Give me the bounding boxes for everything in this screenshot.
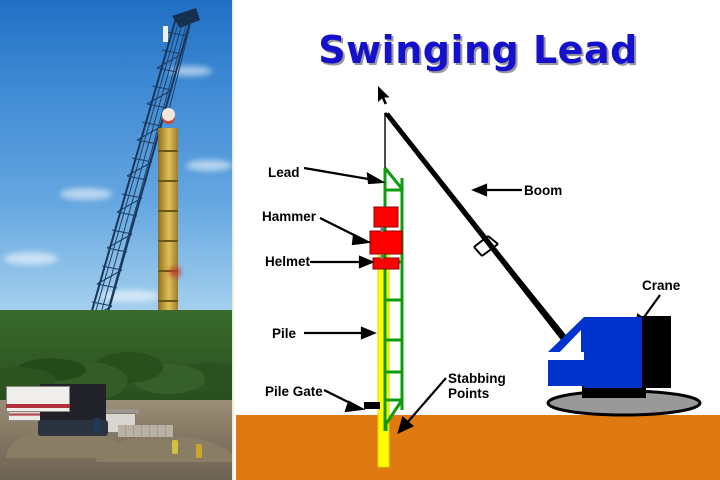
photo-lead-marker: [170, 268, 180, 276]
shed-roof: [89, 409, 139, 414]
photo-lead-rung: [158, 270, 178, 272]
diagram-artwork: [303, 112, 702, 468]
boom-callout-arrow: [471, 183, 522, 197]
label-pile-gate: Pile Gate: [265, 384, 323, 399]
concrete-wall: [118, 425, 173, 437]
label-lead: Lead: [268, 165, 300, 180]
crane-tracks: [38, 420, 108, 436]
crane-body: [546, 316, 702, 417]
photo-lead-rung: [158, 210, 178, 212]
crane-counterweight: [639, 316, 671, 388]
mouse-cursor: [378, 86, 390, 105]
crane-construction-photo: [0, 0, 234, 480]
worker-figure: [172, 440, 178, 454]
pile-gate-callout-arrow: [323, 389, 366, 413]
stabbing-points-callout-arrow: [397, 377, 447, 435]
lead-callout-arrow: [303, 166, 386, 185]
label-stabbing-points: Stabbing Points: [448, 371, 506, 401]
photo-lead-rung: [158, 300, 178, 302]
cloud-shape: [100, 290, 160, 302]
cloud-shape: [168, 66, 212, 76]
crane-cab: [6, 386, 70, 412]
label-crane: Crane: [642, 278, 681, 293]
label-boom: Boom: [524, 183, 563, 198]
pile-callout-arrow: [304, 326, 377, 340]
hammer-upper-block: [373, 206, 399, 228]
crane-machinery-house: [584, 317, 642, 388]
hammer-callout-arrow: [319, 217, 372, 246]
label-pile: Pile: [272, 326, 297, 341]
swinging-lead-diagram: Lead Hammer Helmet Pile Pile Gate Boom C…: [236, 0, 720, 480]
photo-lead-rung: [158, 240, 178, 242]
worker-figure: [94, 418, 100, 432]
hammer-block: [369, 230, 403, 255]
label-hammer: Hammer: [262, 209, 317, 224]
pile-gate: [364, 402, 380, 409]
ground-band: [236, 415, 720, 480]
photo-hammer-head: [162, 108, 175, 121]
cloud-shape: [4, 252, 58, 265]
photo-divider: [232, 0, 234, 480]
label-helmet: Helmet: [265, 254, 311, 269]
crane-cab-window-frame: [548, 352, 584, 360]
cloud-shape: [60, 188, 112, 200]
cloud-shape: [186, 160, 232, 171]
helmet-callout-arrow: [310, 255, 375, 269]
worker-figure: [196, 444, 202, 458]
photo-lead-rung: [158, 180, 178, 182]
page-title: Swinging Lead: [318, 28, 638, 72]
crane-cab-stripe: [6, 404, 70, 408]
crane-cab-window: [554, 330, 581, 358]
photo-lead-rung: [158, 150, 178, 152]
helmet-block: [372, 257, 400, 270]
boom-lines: [383, 112, 590, 369]
